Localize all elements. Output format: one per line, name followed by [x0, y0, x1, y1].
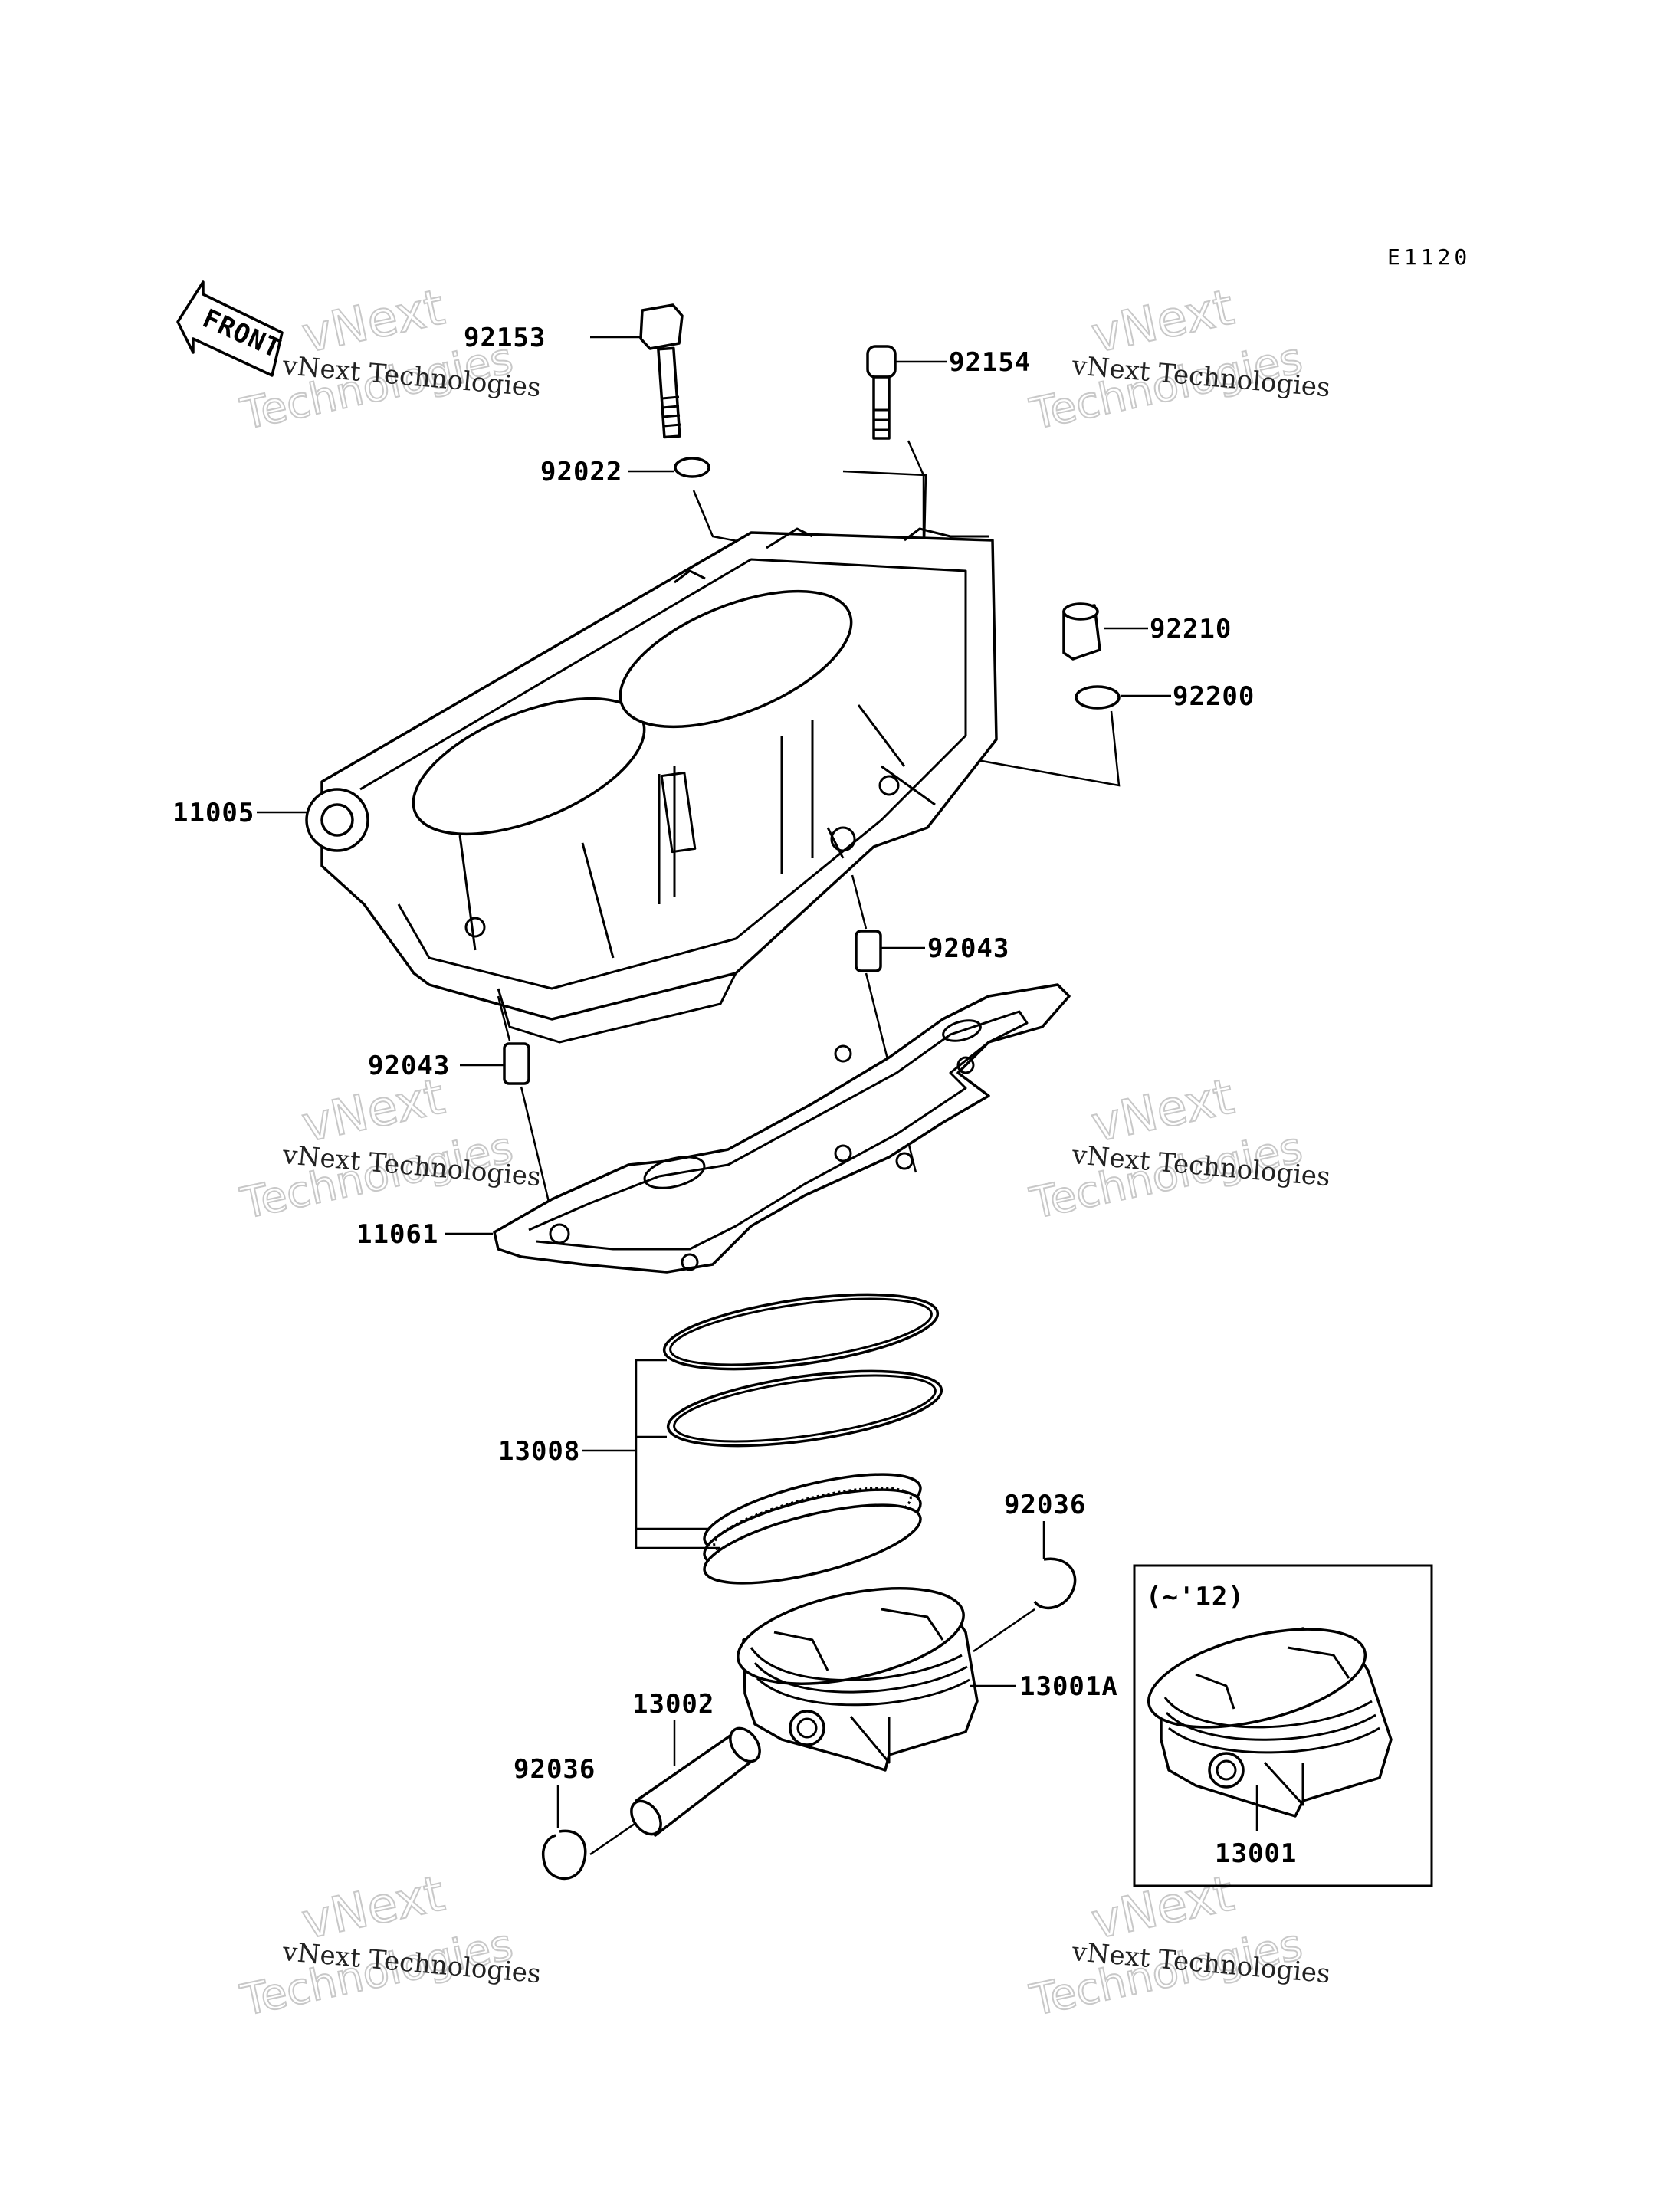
washer-92200[interactable] — [1075, 685, 1121, 710]
label-92036-left[interactable]: 92036 — [514, 1754, 596, 1785]
bolt-92154[interactable] — [866, 345, 897, 440]
label-11061[interactable]: 11061 — [356, 1219, 438, 1250]
label-13008[interactable]: 13008 — [498, 1436, 580, 1467]
circlip-92036-right[interactable] — [1033, 1557, 1077, 1610]
circlip-92036-left[interactable] — [542, 1829, 587, 1880]
piston-ring-oil-13008[interactable] — [697, 1458, 927, 1599]
label-13001A[interactable]: 13001A — [1019, 1671, 1118, 1702]
front-arrow-icon: FRONT — [176, 280, 286, 377]
label-92036-right[interactable]: 92036 — [1004, 1490, 1086, 1520]
watermark-mid-right: vNext Technologies vNext Technologies — [1025, 1067, 1331, 1230]
label-92022[interactable]: 92022 — [540, 457, 622, 487]
label-92210[interactable]: 92210 — [1150, 614, 1232, 644]
piston-ring-top-13008[interactable] — [660, 1280, 942, 1382]
label-92043-right[interactable]: 92043 — [927, 933, 1009, 964]
piston-13001[interactable] — [1139, 1611, 1393, 1818]
cylinder-block-11005[interactable] — [305, 527, 998, 1044]
piston-13001A[interactable] — [730, 1571, 979, 1772]
label-13002[interactable]: 13002 — [632, 1689, 714, 1720]
label-92043-left[interactable]: 92043 — [368, 1051, 450, 1081]
washer-92022[interactable] — [674, 457, 710, 478]
gasket-11061[interactable] — [493, 983, 1071, 1274]
watermark-top-left: vNext Technologies vNext Technologies — [235, 278, 542, 441]
watermark-bottom-left: vNext Technologies vNext Technologies — [235, 1864, 542, 2027]
inset-label: (~'12) — [1146, 1582, 1245, 1612]
label-92153[interactable]: 92153 — [464, 323, 546, 353]
inset-frame — [1133, 1564, 1433, 1887]
cap-nut-92210[interactable] — [1062, 602, 1101, 661]
piston-ring-second-13008[interactable] — [664, 1357, 946, 1459]
diagram-code: E1120 — [1387, 244, 1471, 270]
label-92200[interactable]: 92200 — [1173, 681, 1255, 712]
label-11005[interactable]: 11005 — [172, 798, 254, 828]
watermark-top-right: vNext Technologies vNext Technologies — [1025, 278, 1331, 441]
label-13001[interactable]: 13001 — [1215, 1838, 1297, 1869]
bolt-92153[interactable] — [639, 303, 684, 439]
watermark-mid-left: vNext Technologies vNext Technologies — [235, 1067, 542, 1230]
piston-pin-13002[interactable] — [625, 1723, 766, 1840]
label-92154[interactable]: 92154 — [949, 347, 1031, 378]
watermark-bottom-right: vNext Technologies vNext Technologies — [1025, 1864, 1331, 2027]
dowel-92043-right[interactable] — [855, 930, 882, 972]
dowel-92043-left[interactable] — [503, 1042, 530, 1085]
